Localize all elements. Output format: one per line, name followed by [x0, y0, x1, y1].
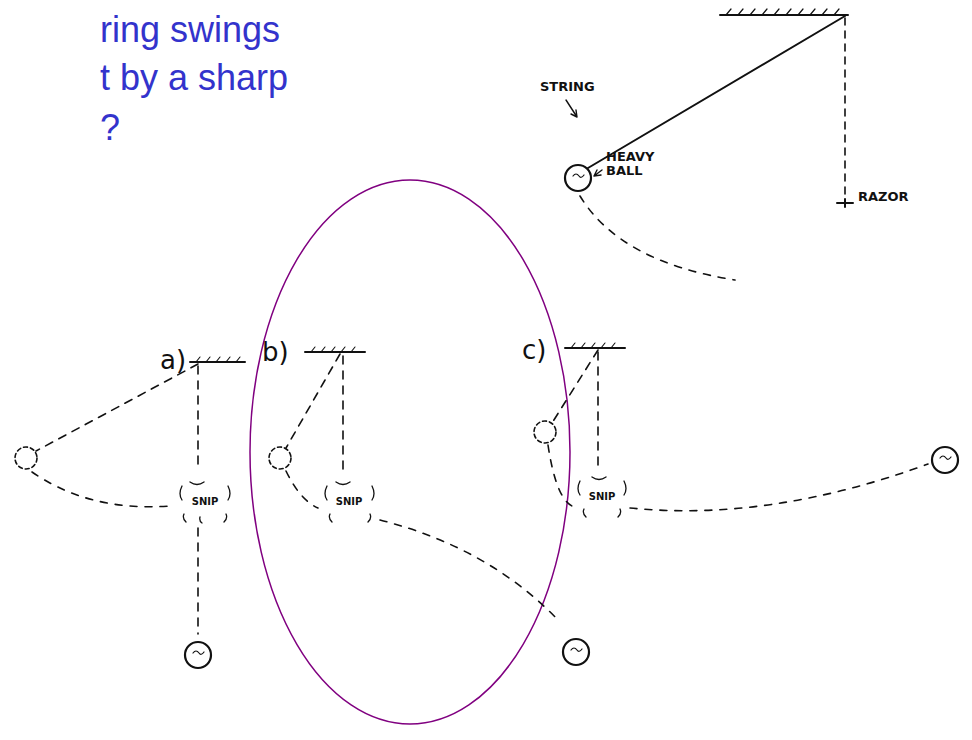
snip-burst — [578, 477, 626, 517]
ceiling-hatch — [311, 347, 355, 352]
snip-label: SNIP — [587, 490, 618, 503]
falling-ball — [185, 642, 211, 668]
ghost-ball — [534, 421, 556, 443]
swing-arc — [286, 471, 318, 508]
option-b — [269, 347, 589, 665]
part-label: RAZOR — [858, 190, 909, 204]
string — [588, 16, 845, 168]
swing-arc — [548, 445, 572, 506]
fall-path — [380, 520, 560, 622]
ball-scribble — [193, 651, 204, 654]
part-label: STRING — [540, 80, 595, 94]
option-a — [15, 357, 245, 668]
option-letter: c) — [522, 336, 546, 365]
ceiling — [565, 347, 625, 349]
fall-path — [197, 528, 199, 634]
ghost-ball — [15, 447, 37, 469]
ceiling-hatch — [196, 357, 240, 362]
option-letter: b) — [262, 338, 289, 367]
dashed-string — [36, 364, 198, 451]
flight-path — [630, 464, 928, 511]
heavy-ball — [565, 165, 591, 191]
ceiling-hatch — [726, 9, 839, 15]
title-fragment: ring swings — [100, 10, 280, 50]
dashed-string — [552, 350, 598, 423]
ceiling-hatch — [571, 343, 615, 348]
title-fragment: t by a sharp — [100, 58, 288, 98]
ball-scribble — [573, 174, 584, 177]
flying-ball — [932, 447, 958, 473]
option-c — [534, 343, 958, 517]
swing-arc — [32, 472, 170, 507]
title-fragment: ? — [100, 108, 120, 148]
leader-arrow — [594, 170, 602, 176]
razor — [837, 199, 853, 207]
vertical-dashed-line — [197, 366, 199, 470]
falling-ball — [563, 639, 589, 665]
dashed-string — [286, 354, 340, 448]
vertical-dashed-line — [342, 356, 344, 472]
swing-arc — [580, 196, 735, 280]
vertical-dashed-line — [597, 352, 599, 468]
snip-label: SNIP — [190, 495, 221, 508]
option-letter: a) — [160, 346, 186, 375]
ball-scribble — [571, 648, 582, 651]
part-label: HEAVY BALL — [606, 150, 658, 179]
snip-burst — [325, 482, 374, 522]
snip-burst — [180, 482, 230, 523]
leader-arrow — [566, 100, 577, 117]
setup-figure — [565, 9, 853, 280]
answer-ellipse — [250, 180, 570, 724]
vertical-dashed-line — [844, 18, 846, 198]
ceiling — [305, 351, 365, 353]
ball-scribble — [940, 456, 951, 459]
ghost-ball — [269, 447, 291, 469]
snip-label: SNIP — [334, 495, 365, 508]
